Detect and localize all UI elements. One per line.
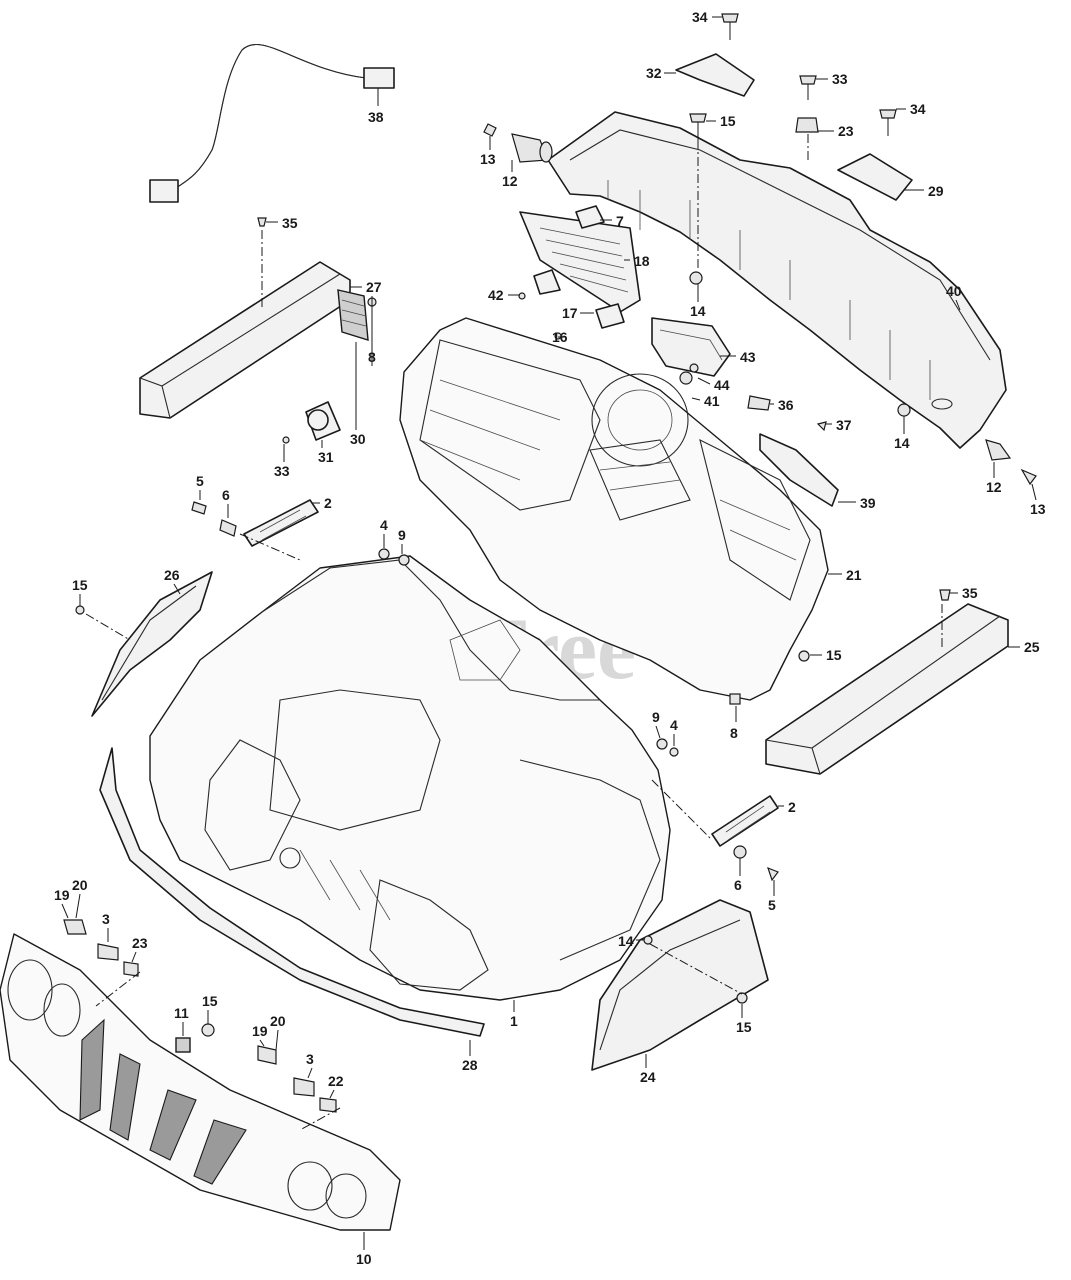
callout-1: 1 [510,1013,518,1029]
callout-12-right: 12 [986,479,1002,495]
callout-15-grille: 15 [202,993,218,1009]
callout-8-mid: 8 [730,725,738,741]
callout-44: 44 [714,377,730,393]
callout-32: 31 [318,449,334,465]
callout-29: 29 [928,183,944,199]
callout-39: 39 [860,495,876,511]
callout-12-top: 12 [502,173,518,189]
part-bracket-28 [675,53,755,97]
callout-13-right: 13 [1030,501,1046,517]
part-front-grille [0,933,401,1231]
part-bracket-2-upper [243,499,319,547]
callout-35-right: 35 [962,585,978,601]
callout-10: 10 [356,1251,372,1267]
part-bottom-trim [99,747,485,1037]
callout-30: 28 [462,1057,478,1073]
callout-9-top: 9 [398,527,406,543]
callout-25: 26 [164,567,180,583]
part-wire-harness [149,44,395,203]
callout-33-left: 33 [274,463,290,479]
callout-9-mid: 9 [652,709,660,725]
callout-15-a: 15 [720,113,736,129]
part-vent-18 [519,211,641,313]
assembly-lines [85,134,943,1131]
callout-24: 24 [640,1069,656,1085]
part-dash-top-cover [547,111,1007,449]
callout-43: 43 [740,349,756,365]
part-speaker-32 [305,401,341,441]
callout-34-top: 34 [692,9,708,25]
callout-19-mid: 19 [252,1023,268,1039]
callout-20-mid: 20 [270,1013,286,1029]
part-bracket-11 [175,1037,191,1053]
part-clip-17 [595,303,625,329]
callout-14-c: 14 [618,933,634,949]
callout-26: 25 [1024,639,1040,655]
callout-13-top: 13 [480,151,496,167]
part-left-flare [91,571,213,717]
callout-23-left: 23 [132,935,148,951]
callout-40: 40 [946,283,962,299]
part-right-flare [591,899,769,1071]
callout-3-left: 3 [102,911,110,927]
callout-20-left: 20 [72,877,88,893]
part-bracket-2-lower [711,795,779,847]
callout-42: 42 [488,287,504,303]
part-dash-frame [399,317,829,701]
callout-33-top: 33 [832,71,848,87]
part-bracket-29 [837,153,913,201]
callout-37: 37 [836,417,852,433]
callout-18: 18 [634,253,650,269]
callout-7: 7 [616,213,624,229]
callout-21: 21 [846,567,862,583]
callout-36: 36 [778,397,794,413]
fasteners [63,13,1037,1113]
callout-4-mid: 4 [670,717,678,733]
callout-17: 17 [562,305,578,321]
callout-22: 23 [838,123,854,139]
part-left-pad [139,261,351,419]
callout-6-right: 6 [734,877,742,893]
part-right-pad [765,603,1009,775]
callout-34-right: 34 [910,101,926,117]
callout-31: 30 [350,431,366,447]
part-front-body [149,555,671,1001]
callout-38: 38 [368,109,384,125]
callout-27: 27 [366,279,382,295]
callout-11: 11 [174,1005,189,1021]
callout-2-right: 2 [788,799,796,815]
callout-5-right: 5 [768,897,776,913]
part-speaker-grille-31 [337,289,369,341]
callout-14-a: 14 [690,303,706,319]
callout-4-top: 4 [380,517,388,533]
part-lamp-43 [651,317,731,377]
part-clip-7 [575,205,605,229]
callout-6-top: 6 [222,487,230,503]
callout-28: 32 [646,65,662,81]
callout-35-left: 35 [282,215,298,231]
callout-3-mid: 3 [306,1051,314,1067]
callout-14-b: 14 [894,435,910,451]
callout-23-mid: 22 [328,1073,344,1089]
callout-19-left: 19 [54,887,70,903]
callout-5-top: 5 [196,473,204,489]
part-clip-42 [533,269,561,295]
part-bracket-39 [759,433,839,507]
callout-15-right: 15 [736,1019,752,1035]
callout-15-mid: 15 [826,647,842,663]
callout-15-left: 15 [72,577,88,593]
callout-2-top: 2 [324,495,332,511]
callouts: 34 32 33 34 38 15 23 13 12 29 7 35 18 27… [54,9,1046,1267]
callout-41: 41 [704,393,720,409]
